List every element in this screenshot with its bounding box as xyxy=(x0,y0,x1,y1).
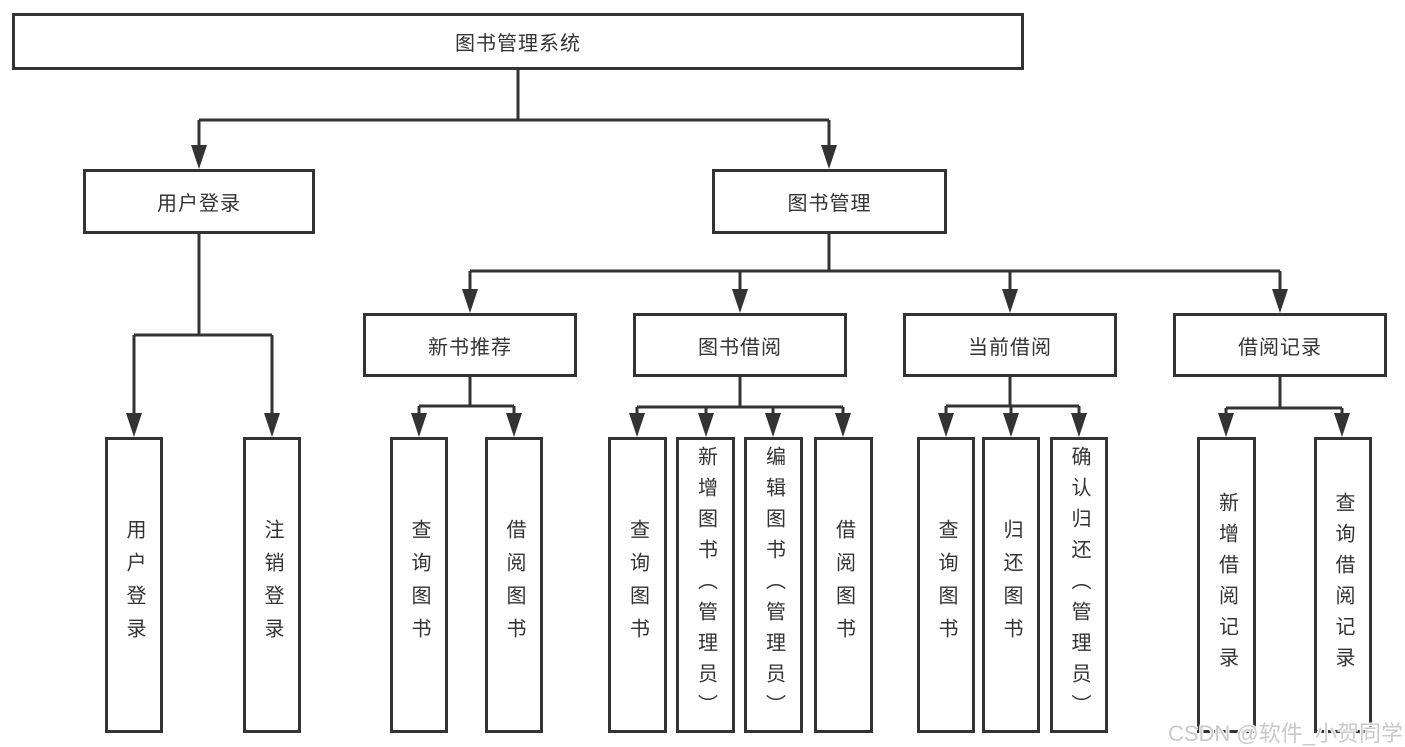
leaf-query-books-borrow-label: 查询图书 xyxy=(626,519,649,651)
leaf-add-books-admin-label: 新增图书（管理员） xyxy=(694,445,717,725)
root-node-library-system: 图书管理系统 xyxy=(12,13,1024,70)
leaf-add-borrow-record: 新增借阅记录 xyxy=(1197,437,1256,733)
leaf-query-borrow-record-label: 查询借阅记录 xyxy=(1332,492,1354,678)
book-borrow-label: 图书借阅 xyxy=(698,336,782,359)
leaf-borrow-books: 借阅图书 xyxy=(814,437,873,733)
current-borrow-label: 当前借阅 xyxy=(968,336,1052,359)
leaf-query-books-current-label: 查询图书 xyxy=(935,519,957,651)
leaf-add-borrow-record-label: 新增借阅记录 xyxy=(1215,492,1238,678)
leaf-query-books-recommend-label: 查询图书 xyxy=(408,519,430,651)
book-borrow-node: 图书借阅 xyxy=(633,313,847,377)
borrow-records-label: 借阅记录 xyxy=(1238,336,1322,359)
root-node-label: 图书管理系统 xyxy=(455,33,581,55)
arrowheads xyxy=(126,145,1350,437)
leaf-edit-books-admin-label: 编辑图书（管理员） xyxy=(762,445,785,725)
book-management-node-label: 图书管理 xyxy=(787,193,872,215)
leaf-confirm-return-admin: 确认归还（管理员） xyxy=(1050,437,1108,733)
csdn-watermark: CSDN @软件_小贺同学 xyxy=(1167,721,1403,746)
new-book-recommend-node: 新书推荐 xyxy=(363,313,577,377)
leaf-query-books-borrow: 查询图书 xyxy=(608,437,667,733)
new-book-recommend-label: 新书推荐 xyxy=(428,336,512,359)
borrow-records-node: 借阅记录 xyxy=(1173,313,1387,377)
leaf-user-login: 用户登录 xyxy=(105,437,163,733)
current-borrow-node: 当前借阅 xyxy=(903,313,1117,377)
leaf-logout: 注销登录 xyxy=(243,437,301,733)
leaf-edit-books-admin: 编辑图书（管理员） xyxy=(744,437,803,733)
leaf-borrow-books-label: 借阅图书 xyxy=(832,519,855,651)
leaf-logout-label: 注销登录 xyxy=(261,519,283,651)
user-login-node-label: 用户登录 xyxy=(157,193,241,215)
leaf-query-books-current: 查询图书 xyxy=(917,437,975,733)
leaf-add-books-admin: 新增图书（管理员） xyxy=(676,437,735,733)
leaf-user-login-label: 用户登录 xyxy=(123,519,145,651)
leaf-return-books: 归还图书 xyxy=(982,437,1040,733)
leaf-return-books-label: 归还图书 xyxy=(1000,519,1022,651)
leaf-query-books-recommend: 查询图书 xyxy=(390,437,448,733)
leaf-confirm-return-admin-label: 确认归还（管理员） xyxy=(1068,445,1090,725)
user-login-node: 用户登录 xyxy=(83,169,315,234)
leaf-borrow-books-recommend: 借阅图书 xyxy=(485,437,543,733)
book-management-node: 图书管理 xyxy=(712,169,947,234)
leaf-borrow-books-recommend-label: 借阅图书 xyxy=(503,519,525,651)
leaf-query-borrow-record: 查询借阅记录 xyxy=(1314,437,1372,733)
